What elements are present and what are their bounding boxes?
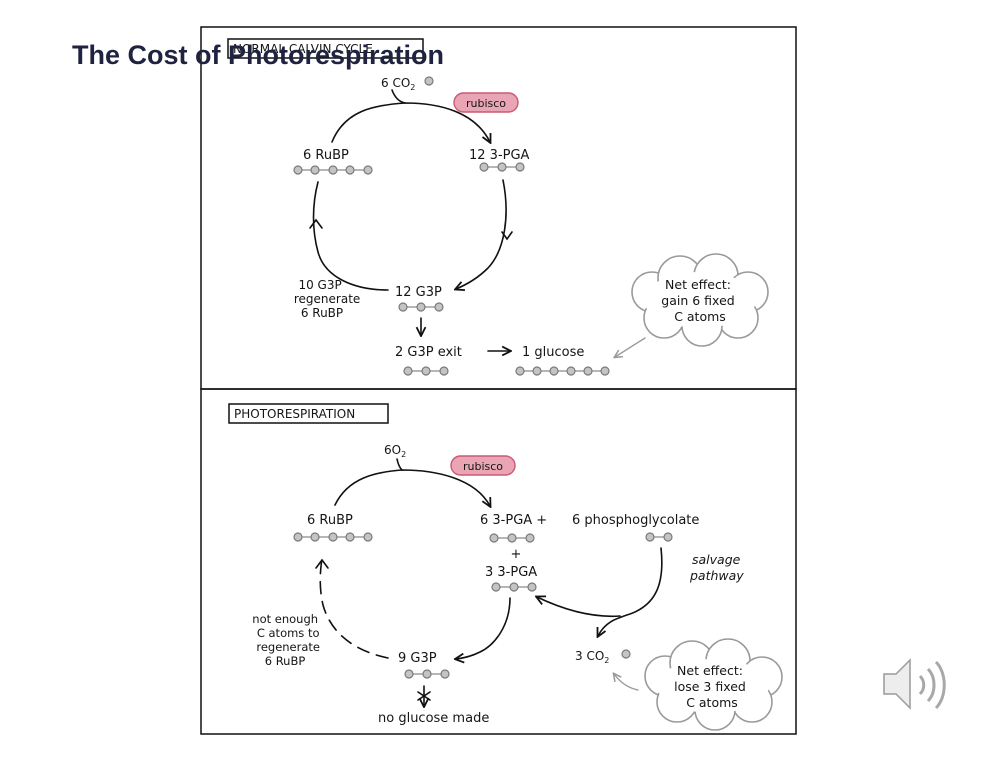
- carbon-dot: [583, 366, 593, 376]
- carbon-dot: [328, 165, 338, 175]
- photo-net-pointer: [614, 674, 639, 691]
- carbon-dot: [345, 532, 355, 542]
- calvin-glucose: 1 glucose: [522, 345, 584, 360]
- carbon-dot: [328, 532, 338, 542]
- carbon-dot: [515, 162, 525, 172]
- carbon-dot: [645, 532, 655, 542]
- photo-rubp: 6 RuBP: [307, 513, 353, 528]
- carbon-dot: [422, 669, 432, 679]
- photo-dashed-chevron: [315, 558, 329, 569]
- carbon-dot: [363, 165, 373, 175]
- photo-panel: PHOTORESPIRATION 6O2 rubisco 6 RuBP 6 3-…: [200, 388, 797, 735]
- carbon-dot: [489, 533, 499, 543]
- carbon-dot: [549, 366, 559, 376]
- carbon-dot: [293, 165, 303, 175]
- calvin-exit: 2 G3P exit: [395, 345, 462, 360]
- photo-g3p-chain: [404, 669, 450, 679]
- speaker-icon[interactable]: [876, 652, 956, 718]
- calvin-exit-chain: [403, 366, 449, 376]
- photo-o2: 6O2: [384, 443, 406, 459]
- calvin-co2: 6 CO2: [381, 76, 415, 92]
- carbon-dot: [525, 533, 535, 543]
- photo-frame: [200, 388, 797, 735]
- carbon-dot: [439, 366, 449, 376]
- photo-rubisco-pill: [450, 455, 516, 476]
- photo-co2-dot: [621, 649, 631, 659]
- carbon-dot: [421, 366, 431, 376]
- carbon-dot: [310, 165, 320, 175]
- carbon-dot: [363, 532, 373, 542]
- carbon-dot: [566, 366, 576, 376]
- carbon-dot: [479, 162, 489, 172]
- calvin-net-pointer: [615, 337, 646, 357]
- calvin-rubp: 6 RuBP: [303, 148, 349, 163]
- photo-dashed-arrow: [319, 557, 389, 659]
- photo-label: PHOTORESPIRATION: [234, 407, 355, 421]
- calvin-rubisco-label: rubisco: [466, 97, 506, 110]
- calvin-label: NORMAL CALVIN CYCLE: [233, 42, 373, 56]
- calvin-right-arrow: [456, 179, 507, 289]
- calvin-g3p-chain: [398, 302, 444, 312]
- calvin-co2-arrow: [391, 89, 406, 104]
- calvin-left-chevron: [309, 218, 323, 229]
- photo-phosphoglycolate-chain: [645, 532, 673, 542]
- calvin-pga: 12 3-PGA: [469, 148, 530, 163]
- photo-pga3-chain: [491, 582, 537, 592]
- photo-blocked-cross: [417, 691, 431, 701]
- photo-label-box: [228, 403, 389, 424]
- photo-pga3: 3 3-PGA: [485, 565, 537, 580]
- calvin-regen-note: 10 G3P regenerate 6 RuBP: [294, 278, 364, 320]
- calvin-left-arrow: [312, 181, 389, 291]
- calvin-right-chevron: [501, 231, 513, 241]
- calvin-panel: NORMAL CALVIN CYCLE 6 CO2 rubisco 6 RuBP…: [200, 26, 797, 390]
- carbon-dot: [507, 533, 517, 543]
- carbon-dot: [663, 532, 673, 542]
- photo-net-cloud: [644, 638, 783, 731]
- photo-no-glucose: no glucose made: [378, 711, 489, 726]
- carbon-dot: [509, 582, 519, 592]
- photo-return-arrow: [537, 597, 621, 618]
- photo-phosphoglycolate: 6 phosphoglycolate: [572, 513, 699, 528]
- calvin-net-cloud: [631, 253, 769, 347]
- photo-pga: 6 3-PGA +: [480, 513, 547, 528]
- carbon-dot: [310, 532, 320, 542]
- photo-pga-chain: [489, 533, 535, 543]
- carbon-dot: [527, 582, 537, 592]
- carbon-dot: [403, 366, 413, 376]
- photo-salvage-arrow: [598, 547, 663, 636]
- photo-g3p: 9 G3P: [398, 651, 437, 666]
- photo-not-enough-note: not enough C atoms to regenerate 6 RuBP: [252, 612, 323, 668]
- calvin-net-text: Net effect: gain 6 fixed C atoms: [661, 277, 738, 324]
- photo-plus: +: [511, 547, 522, 562]
- carbon-dot: [398, 302, 408, 312]
- carbon-dot: [293, 532, 303, 542]
- calvin-rubp-chain: [293, 165, 373, 175]
- carbon-dot: [491, 582, 501, 592]
- photo-right-arrow: [456, 597, 511, 659]
- carbon-dot: [515, 366, 525, 376]
- calvin-g3p: 12 G3P: [395, 285, 442, 300]
- calvin-rubisco-pill: [453, 92, 519, 113]
- photo-rubp-chain: [293, 532, 373, 542]
- carbon-dot: [532, 366, 542, 376]
- carbon-dot: [404, 669, 414, 679]
- carbon-dot: [345, 165, 355, 175]
- carbon-dot: [600, 366, 610, 376]
- slide-title: The Cost of Photorespiration: [72, 40, 445, 70]
- photo-co2: 3 CO2: [575, 649, 609, 665]
- photo-rubisco-label: rubisco: [463, 460, 503, 473]
- calvin-glucose-chain: [515, 366, 610, 376]
- photo-o2-arrow: [396, 458, 403, 471]
- carbon-dot: [440, 669, 450, 679]
- carbon-dot: [434, 302, 444, 312]
- calvin-pga-chain: [479, 162, 525, 172]
- calvin-label-box: [227, 38, 424, 59]
- calvin-co2-dot: [424, 76, 434, 86]
- photo-salvage-note: salvage pathway: [689, 552, 744, 583]
- photo-net-text: Net effect: lose 3 fixed C atoms: [674, 663, 750, 710]
- carbon-dot: [497, 162, 507, 172]
- carbon-dot: [416, 302, 426, 312]
